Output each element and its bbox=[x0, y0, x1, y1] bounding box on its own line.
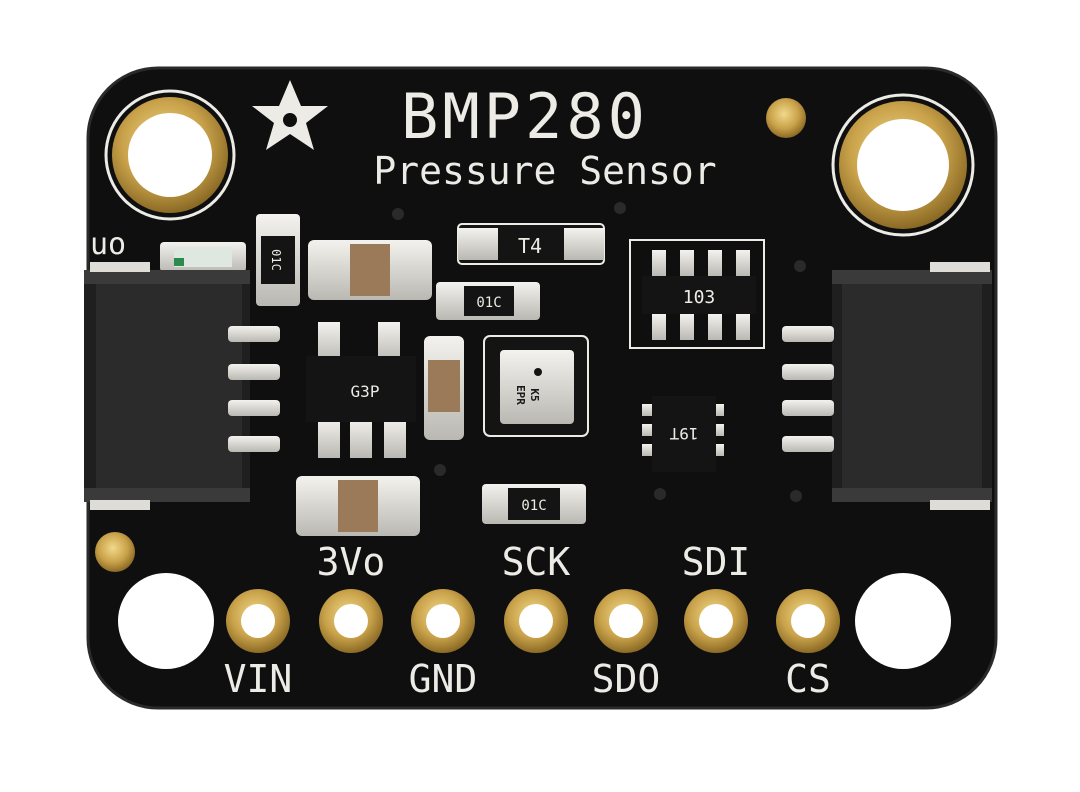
pin-label-vin: VIN bbox=[224, 657, 293, 701]
header-pads bbox=[226, 589, 840, 653]
regulator-marking: G3P bbox=[351, 382, 380, 401]
transistor-t4: T4 bbox=[457, 223, 605, 265]
voltage-regulator: G3P bbox=[306, 322, 416, 458]
pin-pad-vin bbox=[226, 589, 290, 653]
sensor-marking-line2: K5 bbox=[528, 388, 541, 401]
connector-left bbox=[84, 262, 280, 510]
level-shifter-marking: 19T bbox=[669, 424, 698, 443]
transistor-marking: T4 bbox=[518, 234, 542, 258]
status-led bbox=[160, 242, 246, 272]
resistor-network: 103 bbox=[629, 239, 765, 349]
mount-hole-top-right bbox=[831, 93, 975, 237]
board-subtitle: Pressure Sensor bbox=[373, 149, 716, 193]
pin-pad-cs bbox=[776, 589, 840, 653]
connector-right bbox=[782, 262, 992, 510]
resistor-left: 01C bbox=[256, 214, 300, 306]
pin-label-sck: SCK bbox=[502, 540, 571, 584]
capacitor-bottom bbox=[296, 476, 420, 536]
level-shifter: 19T bbox=[642, 396, 724, 472]
resistor-bottom: 01C bbox=[482, 484, 586, 524]
fiducial-bottom bbox=[95, 532, 135, 572]
resistor-bottom-marking: 01C bbox=[521, 498, 546, 514]
pin-pad-sck bbox=[504, 589, 568, 653]
pin-pad-3vo bbox=[319, 589, 383, 653]
sensor-marking-line1: EPR bbox=[514, 385, 527, 405]
connector-left-label: uo bbox=[90, 227, 126, 262]
flower-logo-icon bbox=[252, 80, 328, 150]
capacitor-small bbox=[424, 336, 464, 440]
resistor-mid: 01C bbox=[436, 282, 540, 320]
mount-hole-bottom-right bbox=[855, 573, 951, 669]
pin-label-sdi: SDI bbox=[682, 540, 751, 584]
pin-label-cs: CS bbox=[785, 657, 831, 701]
resistor-left-marking: 01C bbox=[269, 249, 283, 271]
board-title: BMP280 bbox=[401, 80, 649, 153]
capacitor-top bbox=[308, 240, 432, 300]
vias bbox=[392, 202, 806, 502]
pin-label-gnd: GND bbox=[409, 657, 478, 701]
pin-pad-sdi bbox=[684, 589, 748, 653]
fiducial-top bbox=[766, 98, 806, 138]
resistor-mid-marking: 01C bbox=[476, 295, 501, 311]
pin-label-sdo: SDO bbox=[592, 657, 661, 701]
resistor-network-marking: 103 bbox=[683, 287, 716, 308]
mount-hole-bottom-left bbox=[118, 573, 214, 669]
mount-hole-top-left bbox=[104, 89, 236, 221]
pin-label-3vo: 3Vo bbox=[317, 540, 386, 584]
pin-pad-sdo bbox=[594, 589, 658, 653]
pin-pad-gnd bbox=[411, 589, 475, 653]
pressure-sensor-chip: EPR K5 bbox=[483, 335, 589, 437]
